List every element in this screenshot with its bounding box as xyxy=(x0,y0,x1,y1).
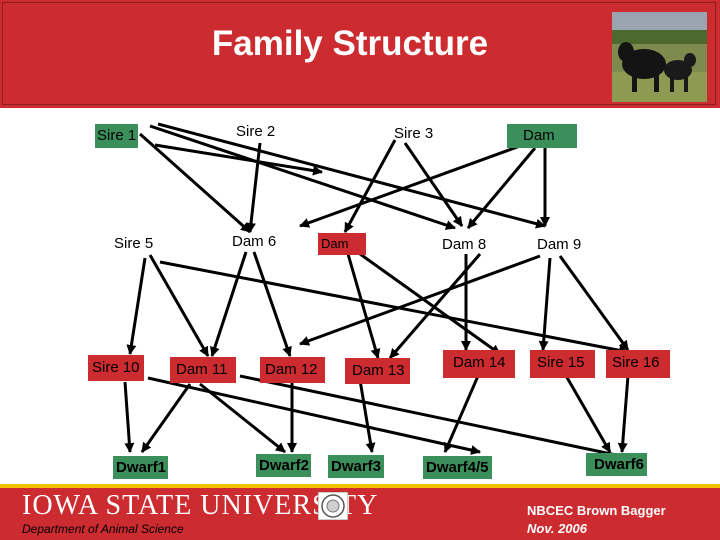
node-dam-12: Dam 12 xyxy=(260,357,325,383)
header-bar: Family Structure xyxy=(0,0,720,108)
node-dwarf-4-5: Dwarf4/5 xyxy=(423,456,492,479)
node-sire-16: Sire 16 xyxy=(606,350,670,378)
presentation-date: Nov. 2006 xyxy=(527,521,587,536)
node-sire-15: Sire 15 xyxy=(530,350,595,378)
node-dam-top: Dam xyxy=(507,124,577,148)
node-dam-8: Dam 8 xyxy=(442,236,487,253)
node-sire-2: Sire 2 xyxy=(236,123,276,140)
node-dwarf-3: Dwarf3 xyxy=(328,455,385,478)
node-dwarf-6: Dwarf6 xyxy=(586,453,648,476)
node-dam-13: Dam 13 xyxy=(345,358,410,384)
university-seal-icon xyxy=(318,492,348,520)
page-title: Family Structure xyxy=(211,24,489,63)
pedigree-arrows xyxy=(123,122,641,464)
node-dwarf-2: Dwarf2 xyxy=(256,454,312,477)
node-dam-mid: Dam xyxy=(318,233,367,255)
footer-accent-line xyxy=(0,484,720,488)
node-dam-9: Dam 9 xyxy=(537,236,582,253)
cattle-photo xyxy=(612,12,707,102)
footer-bar xyxy=(0,484,720,540)
node-sire-10: Sire 10 xyxy=(88,355,144,381)
node-dwarf-1: Dwarf1 xyxy=(113,456,169,479)
node-sire-5: Sire 5 xyxy=(114,235,154,252)
node-dam-6: Dam 6 xyxy=(232,233,277,250)
node-sire-1: Sire 1 xyxy=(95,124,139,148)
node-dam-14: Dam 14 xyxy=(443,350,515,378)
department-label: Department of Animal Science xyxy=(22,522,184,536)
node-dam-11: Dam 11 xyxy=(170,357,236,383)
header-border xyxy=(2,2,716,105)
node-sire-3: Sire 3 xyxy=(394,125,434,142)
presentation-credit: NBCEC Brown Bagger xyxy=(527,503,666,518)
